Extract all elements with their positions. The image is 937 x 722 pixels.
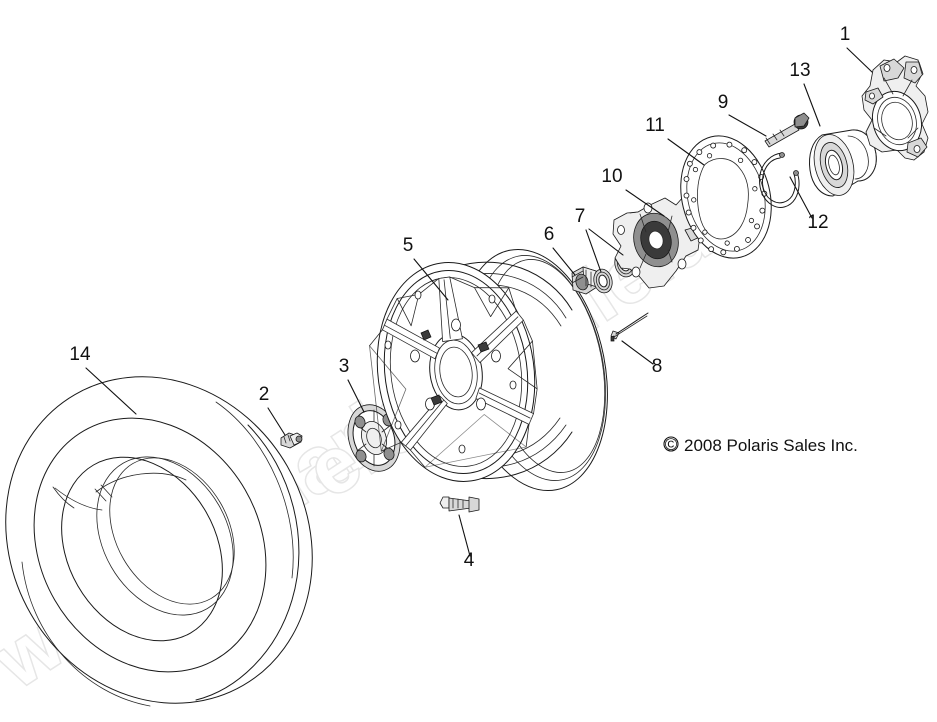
part-front-hub <box>612 195 705 289</box>
leader-7a <box>585 229 602 273</box>
leader-3 <box>347 379 365 413</box>
callout-4: 4 <box>464 550 475 571</box>
leader-4 <box>458 514 471 557</box>
copyright-text: 2008 Polaris Sales Inc. <box>684 436 858 455</box>
part-snap-ring <box>759 152 800 208</box>
callout-layer: 1 2 3 4 5 6 7 8 9 10 11 12 13 14 <box>69 24 873 571</box>
part-wheel-rim <box>369 248 608 492</box>
callout-11: 11 <box>645 115 665 136</box>
leader-14 <box>85 367 137 415</box>
callout-10: 10 <box>601 166 622 187</box>
callout-8: 8 <box>652 356 663 377</box>
leader-10 <box>625 189 665 217</box>
callout-14: 14 <box>69 344 91 365</box>
part-steering-knuckle <box>861 55 929 161</box>
leader-1 <box>846 47 873 73</box>
leader-13 <box>803 83 821 127</box>
leader-11 <box>667 138 705 166</box>
callout-9: 9 <box>718 92 729 113</box>
callout-13: 13 <box>789 60 810 81</box>
part-tire <box>5 376 313 707</box>
leader-12 <box>789 176 813 219</box>
leader-2 <box>267 407 286 436</box>
callout-3: 3 <box>339 356 350 377</box>
leader-5 <box>413 258 449 301</box>
part-wheel-bearing <box>809 129 877 197</box>
leader-7b <box>588 228 624 256</box>
leader-8 <box>621 340 654 365</box>
leader-6 <box>552 247 576 276</box>
part-castle-nut <box>571 266 598 295</box>
callout-5: 5 <box>403 235 414 256</box>
copyright-symbol: © <box>665 435 678 454</box>
callout-1: 1 <box>840 24 851 45</box>
copyright-notice: © 2008 Polaris Sales Inc. <box>663 435 858 455</box>
part-wheel-center-cap <box>347 404 401 472</box>
part-hub-bolt <box>764 112 810 148</box>
part-cotter-pin <box>610 312 649 342</box>
part-wheel-bolt <box>439 496 480 513</box>
callout-7: 7 <box>575 206 586 227</box>
wheel-lug-holes <box>410 318 501 411</box>
wheel-spokes <box>369 276 538 468</box>
callout-6: 6 <box>544 224 555 245</box>
wheel-rim-bosses <box>384 290 517 454</box>
callout-2: 2 <box>259 384 270 405</box>
callout-12: 12 <box>807 212 828 233</box>
leader-9 <box>728 114 767 137</box>
part-valve-stem <box>280 432 303 449</box>
part-brake-disc <box>680 135 772 259</box>
